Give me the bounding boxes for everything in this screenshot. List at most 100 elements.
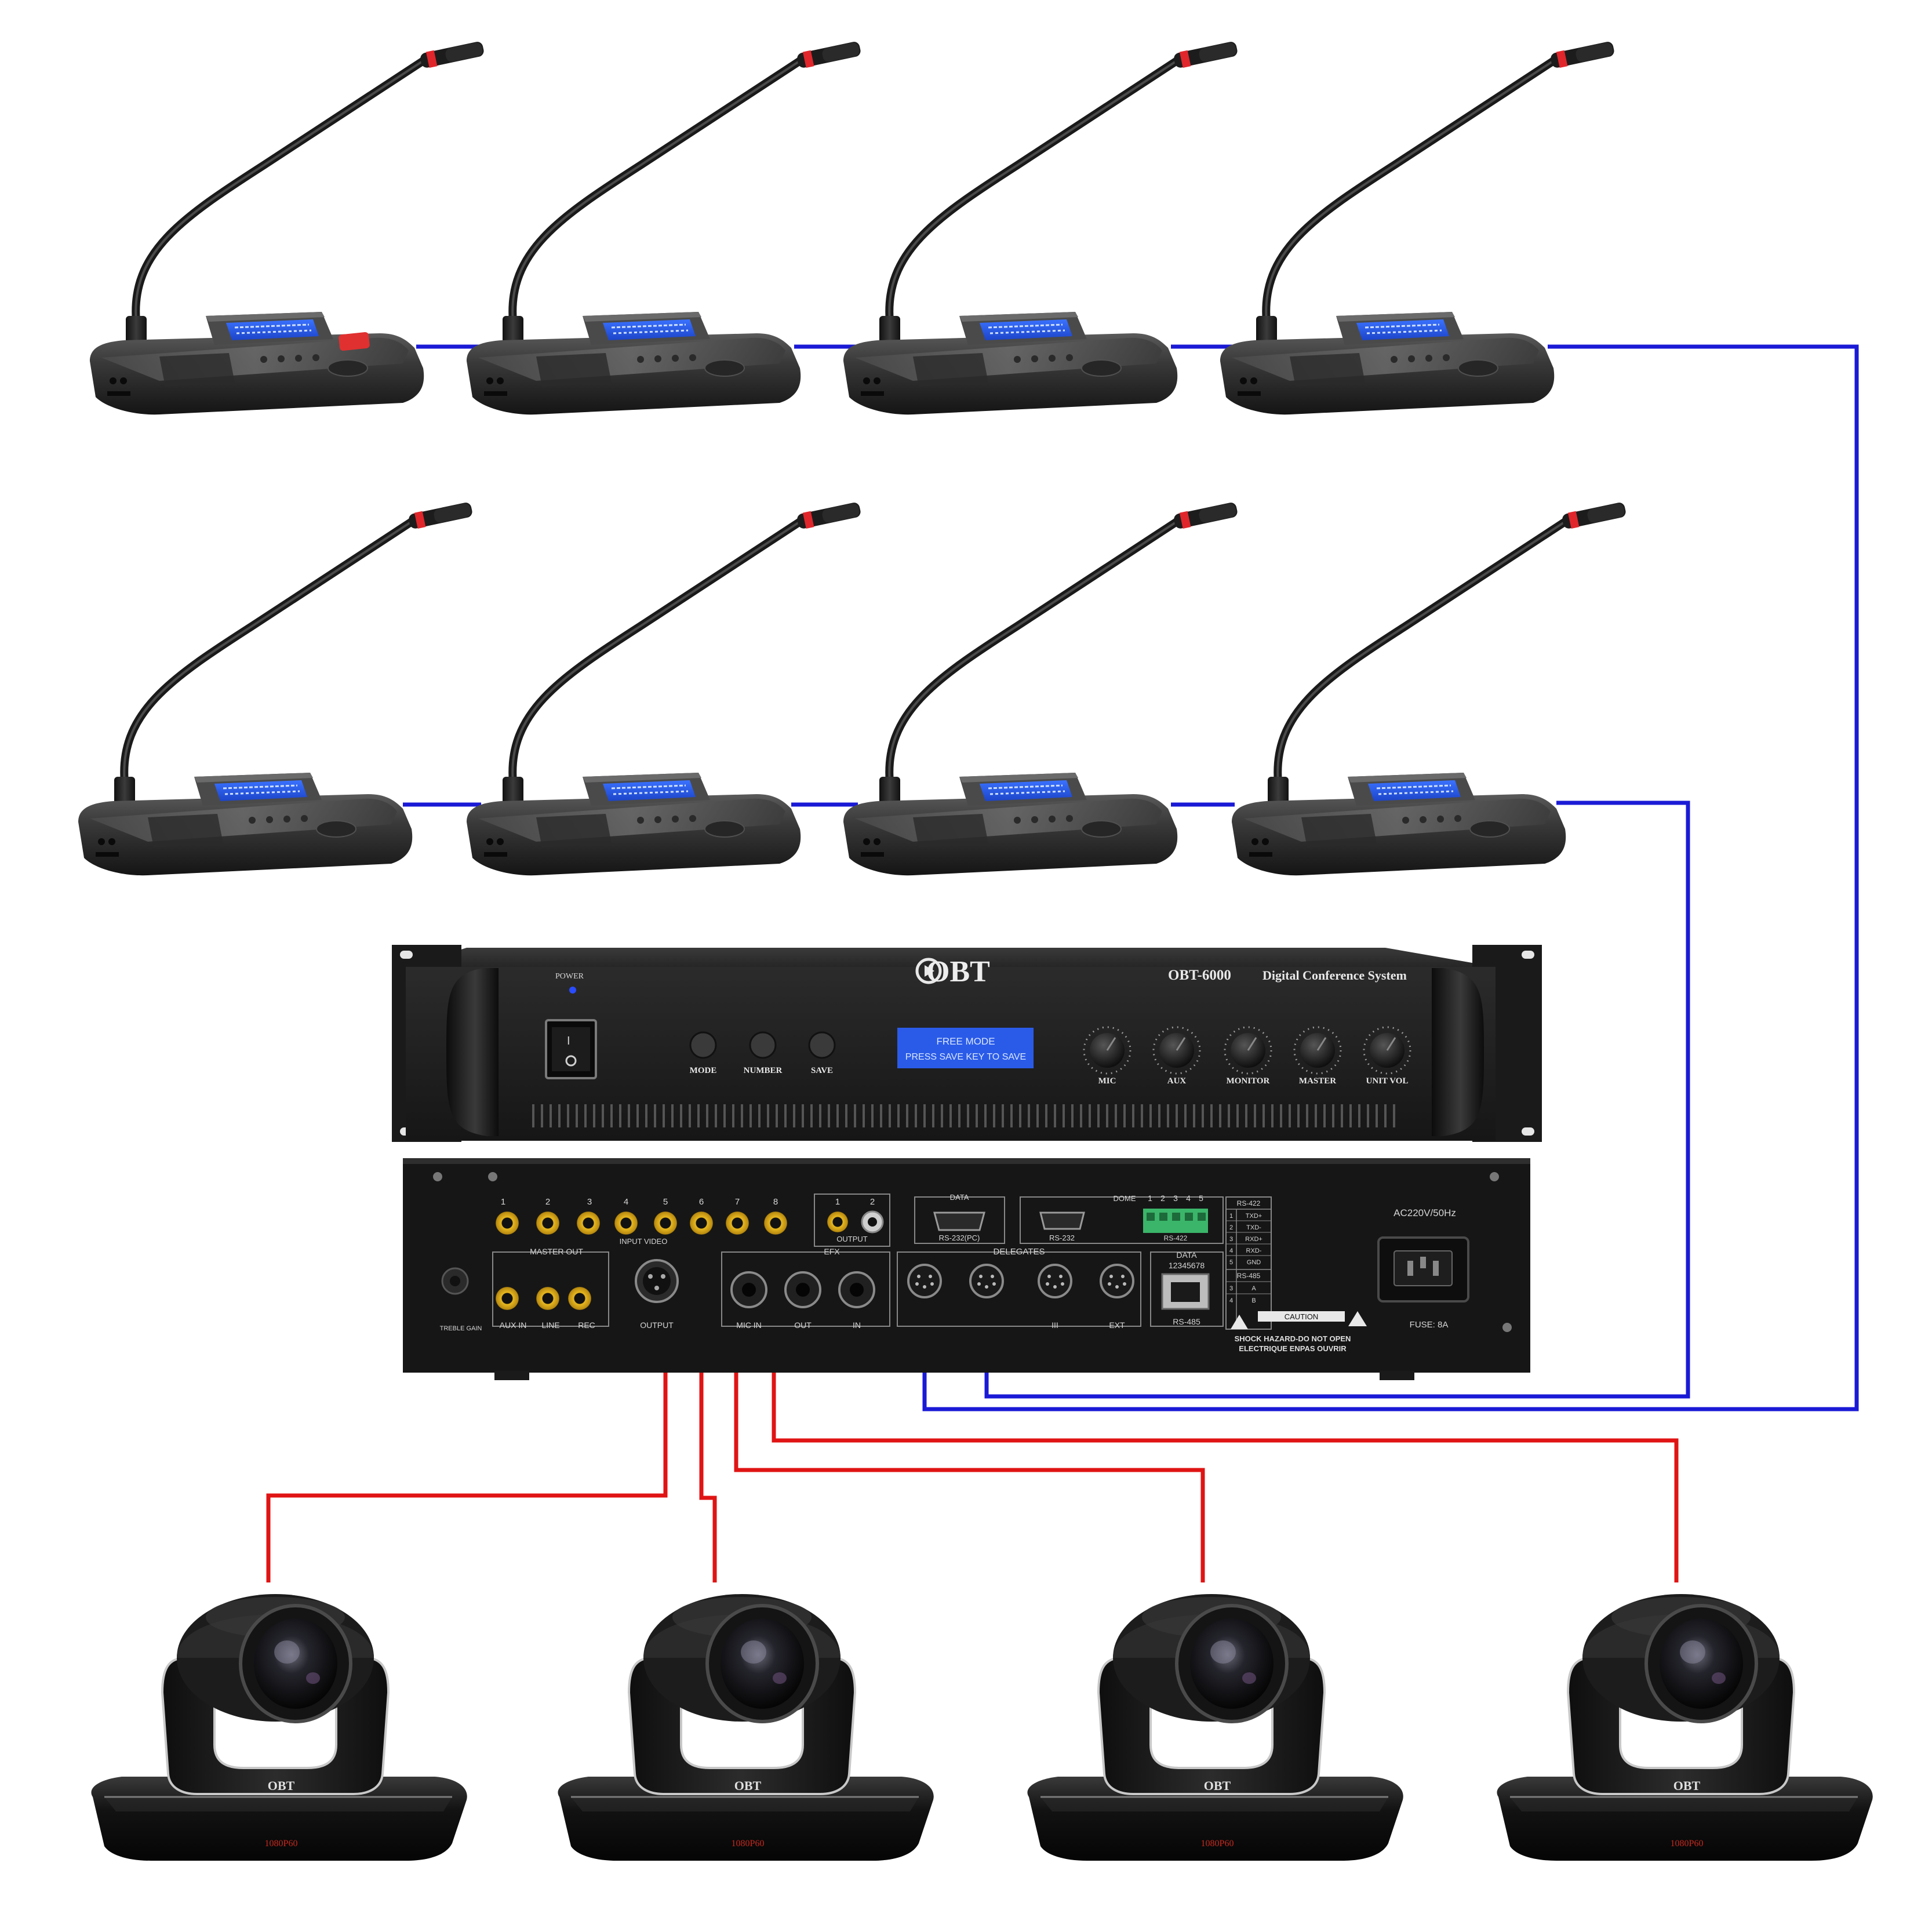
rs485-table-title: RS-485	[1237, 1272, 1261, 1280]
video-in-number-3: 3	[587, 1197, 592, 1207]
camera-3-logo: OBT	[1204, 1778, 1231, 1793]
output-number-1: 1	[835, 1197, 840, 1207]
camera-4-resolution: 1080P60	[1671, 1839, 1704, 1849]
delegate-port-label-iii: III	[1051, 1320, 1058, 1330]
rs422-signal-2: TXD-	[1246, 1224, 1261, 1231]
rs422-signal-3: RXD+	[1245, 1236, 1262, 1243]
rs422-signal-1: TXD+	[1246, 1213, 1262, 1220]
delegate-port-2[interactable]	[970, 1265, 1003, 1297]
efx-out-label: OUT	[794, 1320, 812, 1330]
knob-label-master: MASTER	[1299, 1076, 1336, 1086]
delegate-unit[interactable]	[90, 40, 485, 414]
delegate-port-ext[interactable]	[1101, 1265, 1133, 1297]
delegate-unit[interactable]	[1232, 501, 1627, 875]
video-in-jack-7[interactable]	[726, 1211, 749, 1235]
ptz-camera-2[interactable]: OBT 1080P60	[558, 1594, 933, 1861]
aux-in-jack-1[interactable]	[496, 1287, 519, 1310]
mode-button[interactable]	[690, 1032, 716, 1058]
ptz-camera-1[interactable]: OBT 1080P60	[91, 1594, 467, 1861]
video-in-number-7: 7	[735, 1197, 740, 1207]
delegate-unit[interactable]	[843, 501, 1239, 875]
ac-input-label: AC220V/50Hz	[1393, 1207, 1456, 1218]
rs232-label: RS-232	[1049, 1234, 1075, 1242]
master-out-jack-1[interactable]	[536, 1287, 559, 1310]
rs422-signal-5: GND	[1247, 1259, 1261, 1266]
number-button-label: NUMBER	[744, 1066, 783, 1075]
rear-face	[403, 1158, 1530, 1373]
efx-label: EFX	[824, 1247, 840, 1256]
delegate-unit[interactable]	[843, 40, 1239, 414]
video-in-number-6: 6	[699, 1197, 704, 1207]
delegate-units-top-row	[90, 40, 1616, 414]
video-in-jack-4[interactable]	[614, 1211, 638, 1235]
obt-logo: OBT	[917, 955, 990, 988]
svg-text:I: I	[567, 1035, 570, 1047]
video-in-jack-2[interactable]	[536, 1211, 559, 1235]
delegate-port-1[interactable]	[908, 1265, 941, 1297]
ptz-camera-4[interactable]: OBT 1080P60	[1497, 1594, 1872, 1861]
main-unit-front: OBT OBT-6000 Digital Conference System P…	[392, 945, 1542, 1142]
rs485-signal-b: B	[1251, 1297, 1256, 1304]
ptz-camera-3[interactable]: OBT 1080P60	[1027, 1594, 1403, 1861]
save-button-label: SAVE	[811, 1066, 833, 1075]
dome-number-3: 3	[1173, 1194, 1178, 1203]
delegate-unit[interactable]	[78, 501, 474, 875]
caution-label: CAUTION	[1285, 1312, 1319, 1321]
data-top-label: DATA	[950, 1193, 969, 1202]
video-in-jack-5[interactable]	[654, 1211, 677, 1235]
knob-label-mic: MIC	[1098, 1076, 1116, 1086]
chairman-priority-button[interactable]	[339, 332, 370, 351]
dome-number-5: 5	[1199, 1194, 1203, 1203]
camera-2-logo: OBT	[734, 1778, 762, 1793]
delegate-units-bottom-row	[78, 501, 1627, 875]
shock-warning-line-1: SHOCK HAZARD-DO NOT OPEN	[1235, 1334, 1351, 1343]
knob-label-unit-vol: UNIT VOL	[1366, 1076, 1409, 1086]
delegate-unit[interactable]	[467, 40, 862, 414]
delegate-unit[interactable]	[1220, 40, 1616, 414]
rs422-pin-2: 2	[1229, 1224, 1233, 1231]
lcd-line-2: PRESS SAVE KEY TO SAVE	[905, 1052, 1026, 1062]
line-label: LINE	[541, 1320, 559, 1330]
video-in-number-8: 8	[773, 1197, 778, 1207]
video-in-jack-8[interactable]	[764, 1211, 787, 1235]
video-in-number-2: 2	[545, 1197, 550, 1207]
camera-1-resolution: 1080P60	[265, 1839, 298, 1849]
delegate-port-3[interactable]	[1039, 1265, 1071, 1297]
treble-gain-label: TREBLE GAIN	[440, 1325, 482, 1332]
lcd-line-1: FREE MODE	[936, 1036, 995, 1047]
number-button[interactable]	[750, 1032, 776, 1058]
video-in-jack-3[interactable]	[577, 1211, 600, 1235]
rec-label: REC	[578, 1320, 595, 1330]
dome-number-1: 1	[1148, 1194, 1152, 1203]
mode-button-label: MODE	[690, 1066, 717, 1075]
rs422-label: RS-422	[1164, 1234, 1188, 1242]
camera-2-resolution: 1080P60	[732, 1839, 765, 1849]
save-button[interactable]	[809, 1032, 835, 1058]
camera-1-logo: OBT	[268, 1778, 295, 1793]
delegate-unit[interactable]	[467, 501, 862, 875]
rs232-pc-port[interactable]	[934, 1213, 984, 1230]
video-in-jack-6[interactable]	[690, 1211, 713, 1235]
rs422-pin-4: 4	[1229, 1247, 1233, 1254]
handle-left[interactable]	[446, 968, 499, 1136]
video-in-number-5: 5	[663, 1197, 668, 1207]
delegates-label: DELEGATES	[994, 1247, 1045, 1257]
master-out-label: MASTER OUT	[530, 1247, 583, 1256]
dome-number-2: 2	[1160, 1194, 1165, 1203]
efx-in-label: IN	[853, 1320, 861, 1330]
data-pin-digits: 12345678	[1169, 1261, 1205, 1270]
video-in-jack-1[interactable]	[496, 1211, 519, 1235]
output-video-label: OUTPUT	[836, 1235, 868, 1243]
output-label: OUTPUT	[640, 1320, 674, 1330]
ptz-cameras: OBT 1080P60 OBT 1080P60 OBT 1080P60 OBT …	[91, 1594, 1872, 1861]
handle-right[interactable]	[1432, 968, 1484, 1136]
shock-warning-line-2: ELECTRIQUE ENPAS OUVRIR	[1239, 1344, 1347, 1353]
rs232-pc-label: RS-232(PC)	[939, 1234, 980, 1242]
rs485-pin-3: 3	[1229, 1285, 1233, 1292]
rs422-table-title: RS-422	[1237, 1199, 1261, 1207]
data-bottom-label: DATA	[1176, 1250, 1197, 1260]
video-out-jack-1[interactable]	[827, 1211, 848, 1232]
rs422-signal-4: RXD-	[1246, 1247, 1262, 1254]
rs232-port[interactable]	[1040, 1213, 1084, 1229]
